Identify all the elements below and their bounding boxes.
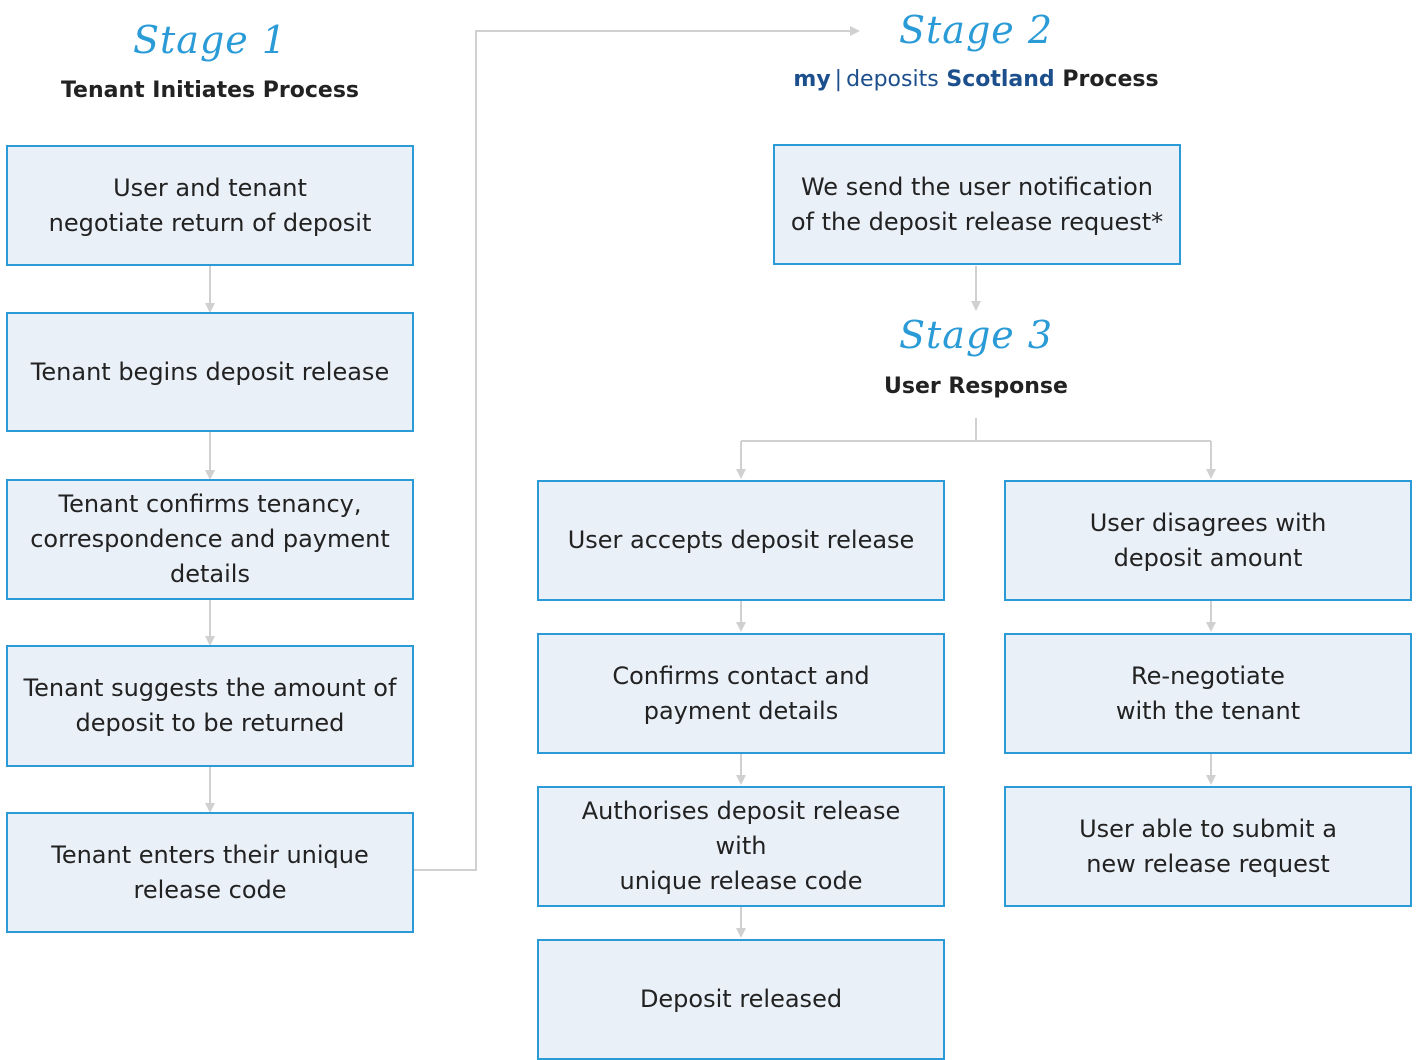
stage2-title: Stage 2 (898, 8, 1054, 52)
brand-my: my (793, 67, 831, 92)
stage3-subtitle: User Response (884, 374, 1068, 399)
brand-deposits: deposits (846, 67, 939, 92)
step-deposit-released: Deposit released (537, 939, 945, 1060)
stage3-title: Stage 3 (898, 313, 1054, 357)
brand-separator: | (834, 67, 843, 92)
brand-scotland: Scotland (946, 67, 1055, 92)
brand-process: Process (1062, 67, 1159, 92)
step-begin-release: Tenant begins deposit release (6, 312, 414, 432)
stage1-title: Stage 1 (132, 18, 288, 62)
step-confirm-tenancy: Tenant confirms tenancy,correspondence a… (6, 479, 414, 600)
arrow-s1-to-s2 (414, 26, 860, 871)
step-user-accepts: User accepts deposit release (537, 480, 945, 601)
stage1-subtitle: Tenant Initiates Process (60, 78, 360, 103)
stage2-subtitle: my|deposits Scotland Process (726, 66, 1226, 94)
